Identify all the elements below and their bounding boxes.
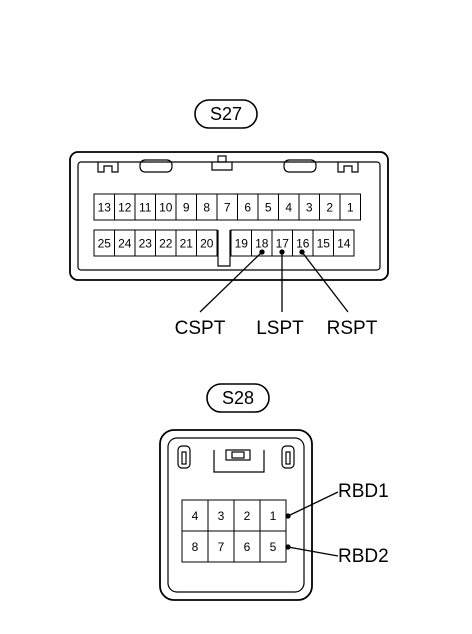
s27-pin-number: 13 — [98, 201, 112, 215]
s27-leader-lines — [199, 249, 349, 313]
lspt-pin-dot — [279, 249, 285, 255]
s28-id-badge — [206, 383, 270, 413]
cspt-label: CSPT — [175, 318, 226, 339]
connector-s28: S28 4 3 2 1 8 7 6 5 RBD1 RBD2 — [159, 383, 389, 601]
s27-pin-number: 6 — [244, 201, 251, 215]
s28-latch-features — [177, 445, 295, 473]
s28-pin-number: 3 — [218, 509, 225, 523]
s27-pin-number: 14 — [337, 237, 351, 251]
s27-pin-number: 2 — [326, 201, 333, 215]
rspt-leader-line — [301, 251, 349, 313]
s27-pin-number: 25 — [98, 237, 112, 251]
s27-pin-number: 20 — [200, 237, 214, 251]
cspt-leader-line — [199, 251, 263, 313]
s27-pin-number: 24 — [118, 237, 132, 251]
cspt-pin-dot — [259, 249, 265, 255]
s27-pin-number: 7 — [224, 201, 231, 215]
s27-pin-number: 4 — [285, 201, 292, 215]
s27-pin-number: 16 — [296, 237, 310, 251]
s27-pin-number: 11 — [139, 201, 152, 215]
s27-pin-number: 22 — [159, 237, 173, 251]
s27-keyway — [217, 230, 231, 267]
s27-id-badge — [194, 99, 258, 129]
rbd1-leader-line — [287, 491, 339, 517]
s28-pin-number: 2 — [244, 509, 251, 523]
s27-pin-number: 12 — [118, 201, 132, 215]
s27-row2-left-cells: 25 24 23 22 21 20 — [93, 229, 218, 257]
rbd2-label: RBD2 — [338, 546, 389, 567]
s27-pin-number: 19 — [235, 237, 249, 251]
rspt-label: RSPT — [327, 318, 378, 339]
s27-latch-features — [97, 155, 359, 173]
s27-pin-cell — [333, 229, 355, 257]
s28-pin-number: 1 — [270, 509, 277, 523]
rspt-pin-dot — [299, 249, 305, 255]
s28-row1-cells: 4 3 2 1 — [181, 499, 287, 532]
s27-pin-number: 3 — [306, 201, 313, 215]
s27-pin-number: 18 — [255, 237, 269, 251]
lspt-label: LSPT — [256, 318, 304, 339]
s27-id: S27 — [210, 104, 242, 124]
rbd2-leader-line — [287, 546, 339, 557]
s27-pin-number: 8 — [203, 201, 210, 215]
s27-pin-number: 15 — [317, 237, 331, 251]
rbd2-pin-dot — [285, 544, 291, 550]
s27-outer-body — [69, 151, 389, 281]
s28-pin-number: 6 — [244, 540, 251, 554]
s27-pin-number: 1 — [347, 201, 354, 215]
s27-row2-right-cells: 19 18 17 16 15 14 — [230, 229, 355, 257]
s27-pin-number: 21 — [180, 237, 194, 251]
s27-inner-body — [77, 161, 381, 271]
s28-pin-number: 7 — [218, 540, 225, 554]
rbd1-label: RBD1 — [338, 481, 389, 502]
s27-pin-number: 5 — [265, 201, 272, 215]
s28-pin-number: 5 — [270, 540, 277, 554]
s27-pin-number: 23 — [139, 237, 153, 251]
s28-outer-body — [159, 429, 313, 601]
s27-pin-cell — [196, 229, 218, 257]
s27-pin-number: 17 — [276, 237, 290, 251]
rbd1-pin-dot — [285, 513, 291, 519]
s28-inner-body — [167, 437, 305, 593]
s28-pin-number: 4 — [192, 509, 199, 523]
s28-leader-lines — [285, 491, 339, 557]
s28-pin-number: 8 — [192, 540, 199, 554]
s28-row2-cells: 8 7 6 5 — [181, 530, 287, 563]
s27-pin-cell — [339, 193, 361, 221]
s27-pin-number: 9 — [183, 201, 190, 215]
s27-pin-number: 10 — [159, 201, 173, 215]
s28-id: S28 — [222, 388, 254, 408]
